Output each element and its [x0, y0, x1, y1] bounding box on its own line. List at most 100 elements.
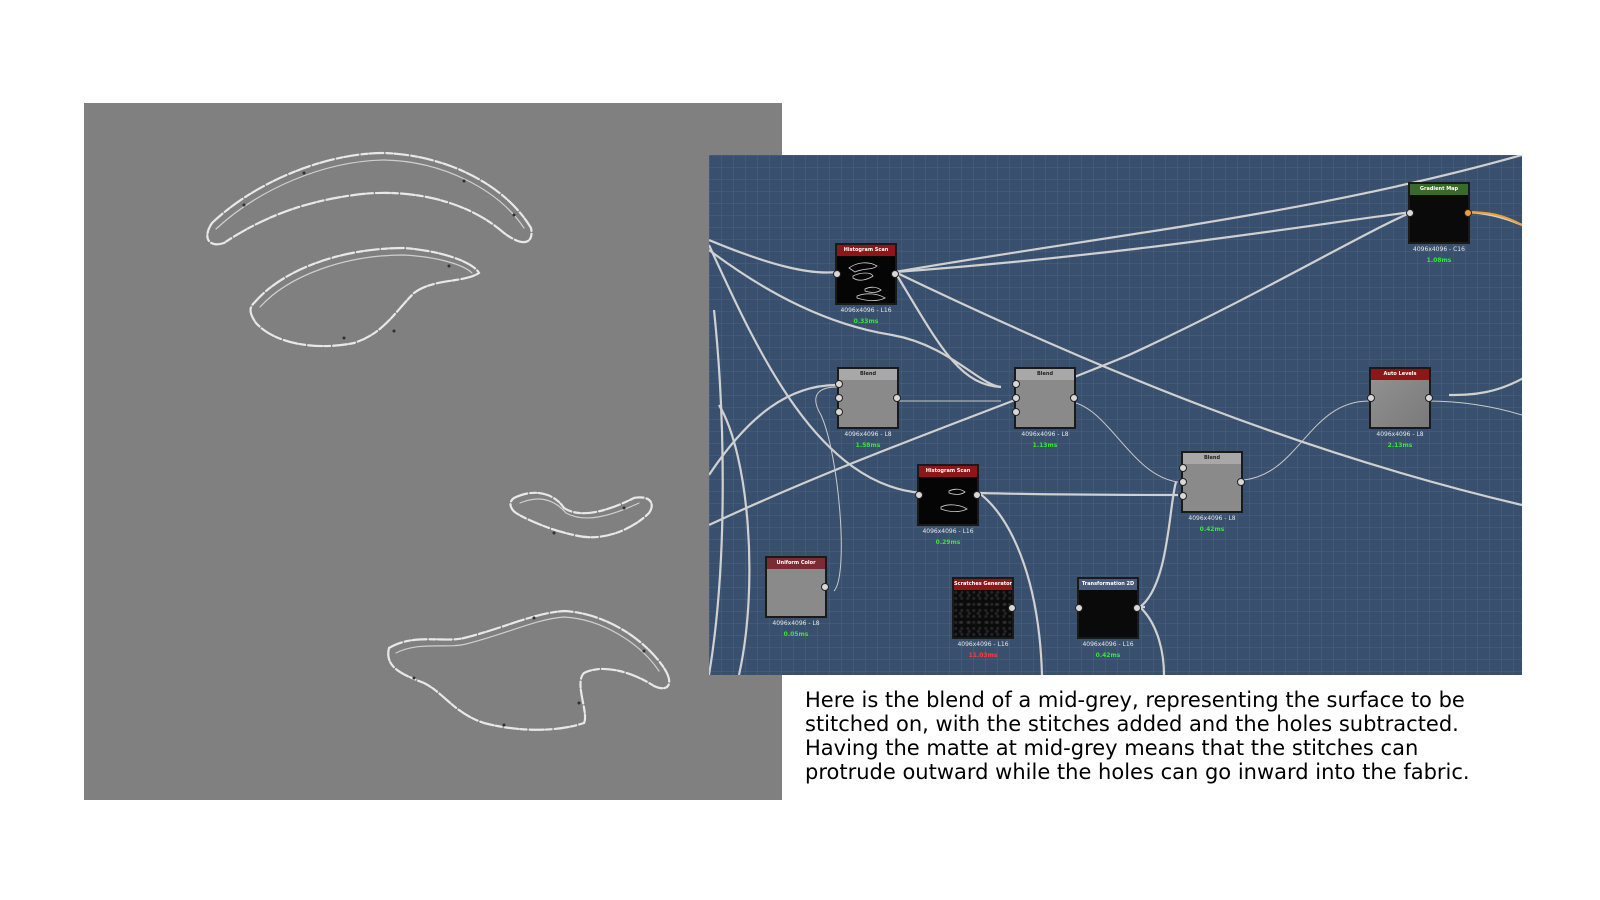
node-thumbnail	[767, 569, 825, 616]
node-thumbnail	[1079, 590, 1137, 637]
node-time: 1.08ms	[1426, 257, 1452, 264]
wire	[894, 271, 1002, 389]
output-port[interactable]	[893, 394, 901, 402]
input-port-foreground[interactable]	[1012, 380, 1020, 388]
node-blend-2[interactable]: Blend 4096x4096 - L8 1.13ms	[1012, 367, 1078, 449]
node-thumbnail	[1410, 195, 1468, 242]
node-histogram-scan-2-box[interactable]: Histogram Scan	[915, 464, 981, 526]
output-port[interactable]	[1008, 604, 1016, 612]
wire	[978, 491, 1179, 497]
input-port[interactable]	[833, 270, 841, 278]
output-wire	[1465, 211, 1522, 226]
output-port[interactable]	[1237, 478, 1245, 486]
input-port-background[interactable]	[1012, 394, 1020, 402]
node-title: Scratches Generator	[954, 579, 1012, 590]
wire	[978, 492, 1044, 675]
node-transformation-2d[interactable]: Transformation 2D 4096x4096 - L16 0.42ms	[1075, 577, 1141, 659]
node-resolution: 4096x4096 - C16	[1413, 246, 1465, 253]
output-port[interactable]	[1133, 604, 1141, 612]
node-time: 0.05ms	[783, 631, 809, 638]
node-title: Histogram Scan	[919, 466, 977, 477]
output-port[interactable]	[1425, 394, 1433, 402]
node-resolution: 4096x4096 - L16	[922, 528, 974, 535]
node-scratches-generator[interactable]: Scratches Generator 4096x4096 - L16 11.0…	[952, 577, 1016, 659]
node-resolution: 4096x4096 - L8	[772, 620, 820, 627]
wire	[709, 383, 838, 476]
node-thumbnail	[1183, 464, 1241, 511]
node-title: Blend	[839, 369, 897, 380]
node-title: Auto Levels	[1371, 369, 1429, 380]
input-port-opacity[interactable]	[835, 408, 843, 416]
node-transformation-2d-box[interactable]: Transformation 2D	[1075, 577, 1141, 639]
node-auto-levels-box[interactable]: Auto Levels	[1367, 367, 1433, 429]
node-time: 11.03ms	[968, 652, 998, 659]
output-port[interactable]	[973, 491, 981, 499]
node-time: 2.13ms	[1387, 442, 1413, 449]
node-thumbnail	[837, 256, 895, 303]
wire	[718, 404, 751, 675]
wire	[894, 155, 1522, 274]
node-blend-3-box[interactable]: Blend	[1179, 451, 1245, 513]
input-port[interactable]	[1406, 209, 1414, 217]
node-time: 0.29ms	[935, 539, 961, 546]
node-gradient-map[interactable]: Gradient Map 4096x4096 - C16 1.08ms	[1406, 182, 1472, 264]
input-port-foreground[interactable]	[1179, 464, 1187, 472]
node-uniform-color[interactable]: Uniform Color 4096x4096 - L8 0.05ms	[765, 556, 829, 638]
node-time: 0.33ms	[853, 318, 879, 325]
node-uniform-color-box[interactable]: Uniform Color	[765, 556, 829, 618]
thumbnail-outlines	[940, 488, 968, 513]
node-title: Blend	[1016, 369, 1074, 380]
node-blend-1-box[interactable]: Blend	[835, 367, 901, 429]
node-thumbnail	[954, 590, 1012, 637]
input-port[interactable]	[1075, 604, 1083, 612]
node-title: Blend	[1183, 453, 1241, 464]
node-time: 0.42ms	[1095, 652, 1121, 659]
node-thumbnail	[919, 477, 977, 524]
node-auto-levels[interactable]: Auto Levels 4096x4096 - L8 2.13ms	[1367, 367, 1433, 449]
input-port-foreground[interactable]	[835, 380, 843, 388]
node-blend-3[interactable]: Blend 4096x4096 - L8 0.42ms	[1179, 451, 1245, 533]
node-thumbnail	[839, 380, 897, 427]
node-gradient-map-box[interactable]: Gradient Map	[1406, 182, 1472, 244]
node-time: 1.58ms	[855, 442, 881, 449]
node-title: Gradient Map	[1410, 184, 1468, 195]
node-blend-1[interactable]: Blend 4096x4096 - L8 1.58ms	[835, 367, 901, 449]
wire	[815, 386, 842, 592]
node-histogram-scan-2[interactable]: Histogram Scan 4096x4096 - L16 0.29ms	[915, 464, 981, 546]
input-port-opacity[interactable]	[1179, 492, 1187, 500]
node-histogram-scan-1[interactable]: Histogram Scan 4096x4096 - L16 0.33ms	[833, 243, 899, 325]
node-thumbnail	[1371, 380, 1429, 427]
input-port[interactable]	[1367, 394, 1375, 402]
node-title: Uniform Color	[767, 558, 825, 569]
node-thumbnail	[1016, 380, 1074, 427]
node-scratches-generator-box[interactable]: Scratches Generator	[952, 577, 1016, 639]
node-graph-canvas[interactable]: Gradient Map 4096x4096 - C16 1.08ms Hist…	[709, 155, 1522, 675]
wire	[1139, 481, 1178, 608]
slide-caption: Here is the blend of a mid-grey, represe…	[805, 688, 1470, 784]
input-port[interactable]	[915, 491, 923, 499]
output-port[interactable]	[1070, 394, 1078, 402]
node-resolution: 4096x4096 - L8	[1376, 431, 1424, 438]
node-time: 1.13ms	[1032, 442, 1058, 449]
wire	[709, 244, 923, 495]
input-port-background[interactable]	[835, 394, 843, 402]
wire	[709, 309, 724, 675]
output-port[interactable]	[891, 270, 899, 278]
node-resolution: 4096x4096 - L8	[1188, 515, 1236, 522]
node-histogram-scan-1-box[interactable]: Histogram Scan	[833, 243, 899, 305]
wire	[1242, 400, 1370, 481]
output-port[interactable]	[1464, 209, 1472, 217]
input-port-background[interactable]	[1179, 478, 1187, 486]
node-title: Transformation 2D	[1079, 579, 1137, 590]
thumbnail-outlines	[848, 262, 886, 302]
output-port[interactable]	[821, 583, 829, 591]
node-resolution: 4096x4096 - L8	[1021, 431, 1069, 438]
wire	[709, 210, 1413, 526]
node-resolution: 4096x4096 - L16	[957, 641, 1009, 648]
wire	[709, 249, 1002, 389]
node-blend-2-box[interactable]: Blend	[1012, 367, 1078, 429]
wire	[894, 210, 1413, 274]
input-port-opacity[interactable]	[1012, 408, 1020, 416]
wire	[1066, 400, 1179, 483]
